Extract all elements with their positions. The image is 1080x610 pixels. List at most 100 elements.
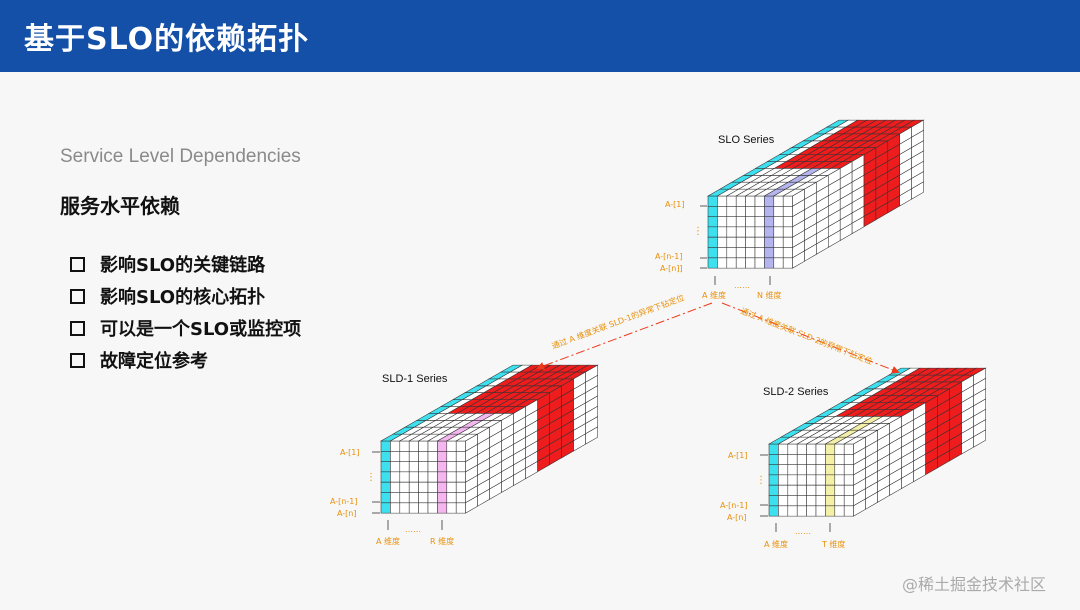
grid-cell-front [707,257,718,269]
subtitle-chinese: 服务水平依赖 [60,194,180,218]
grid-cell-front [825,464,836,476]
grid-cell-front [455,440,466,452]
row-label-second-last: A-[n-1] [655,252,682,261]
grid-cell-side [973,429,986,448]
grid-cell-front [427,440,438,452]
bullet-item: 故障定位参考 [70,344,301,376]
grid-cell-front [787,443,798,455]
grid-cell-front [707,247,718,259]
grid-cell-front [399,440,410,452]
grid-cell-front [754,236,765,248]
checkbox-square-icon [70,352,85,368]
grid-cell-front [834,484,845,496]
bullet-item: 可以是一个SLO或监控项 [70,312,301,344]
checkbox-square-icon [70,288,85,304]
grid-cell-front [390,481,401,493]
grid-cell-front [390,461,401,473]
dimension-b-label: R 维度 [430,536,454,546]
grid-cell-front [717,216,728,228]
grid-cell-side [911,181,924,200]
row-label-last: A-[n]] [660,264,683,273]
grid-cell-front [726,236,737,248]
grid-cell-front [735,195,746,207]
grid-cell-front [437,451,448,462]
grid-cell-front [834,454,845,465]
row-label-first: A-[1] [340,448,360,457]
grid-cell-front [390,502,401,514]
grid-cell-front [446,481,457,493]
grid-cell-front [745,236,756,248]
grid-cell-front [773,216,784,228]
grid-cell-front [806,464,817,476]
grid-cell-front [754,195,765,207]
grid-cell-front [815,474,826,486]
grid-cell-front [446,471,457,483]
grid-cell-front [399,471,410,483]
grid-cell-front [825,443,836,455]
grid-cell-front [726,257,737,269]
grid-cell-front [806,505,817,517]
grid-cell-front [399,481,410,493]
grid-cell-front [427,481,438,493]
cube-title: SLD-2 Series [763,386,829,398]
grid-cell-front [825,495,836,507]
page-title: 基于SLO的依赖拓扑 [24,22,310,57]
grid-cell-front [754,257,765,269]
grid-cell-front [834,505,845,517]
grid-cell-front [782,226,793,238]
grid-cell-front [773,247,784,259]
grid-cell-front [787,505,798,517]
grid-cell-front [806,454,817,465]
grid-cell-front [735,236,746,248]
grid-cell-front [773,226,784,238]
grid-cell-front [707,195,718,207]
grid-cell-front [707,206,718,217]
grid-cell-front [787,474,798,486]
grid-cell-front [806,474,817,486]
grid-cell-front [843,474,854,486]
vertical-ellipsis: ⋮ [756,475,766,486]
grid-cell-front [726,247,737,259]
grid-cell-front [778,484,789,496]
grid-cell-front [399,502,410,514]
dimension-a-label: A 维度 [376,536,400,546]
grid-cell-front [768,443,779,455]
watermark: @稀土掘金技术社区 [902,575,1047,594]
grid-cell-front [796,454,807,465]
grid-cell-front [446,502,457,514]
grid-cell-front [455,471,466,483]
vertical-ellipsis: ⋮ [693,226,703,237]
grid-cell-front [796,464,807,476]
cube-title: SLO Series [718,134,775,146]
grid-cell-front [455,502,466,514]
grid-cell-front [796,474,807,486]
grid-cell-front [735,257,746,269]
grid-cell-front [455,492,466,504]
dimension-b-label: N 维度 [757,290,782,300]
subtitle-english: Service Level Dependencies [60,146,301,167]
grid-cell-front [427,451,438,462]
grid-cell-front [717,226,728,238]
grid-cell-front [782,236,793,248]
grid-cell-front [735,247,746,259]
grid-cell-front [726,226,737,238]
grid-cell-front [754,206,765,217]
grid-cell-front [399,451,410,462]
grid-cell-front [787,484,798,496]
grid-cell-front [782,216,793,228]
grid-cell-front [768,464,779,476]
grid-cell-front [768,484,779,496]
grid-cell-front [825,474,836,486]
grid-cell-front [764,247,775,259]
grid-cell-front [399,461,410,473]
grid-cell-front [399,492,410,504]
bullet-item: 影响SLO的关键链路 [70,248,301,280]
row-label-first: A-[1] [665,200,685,209]
grid-cell-front [764,257,775,269]
grid-cell-front [834,443,845,455]
grid-cell-front [778,443,789,455]
grid-cell-front [843,495,854,507]
grid-cell-front [380,451,391,462]
grid-cell-front [787,454,798,465]
